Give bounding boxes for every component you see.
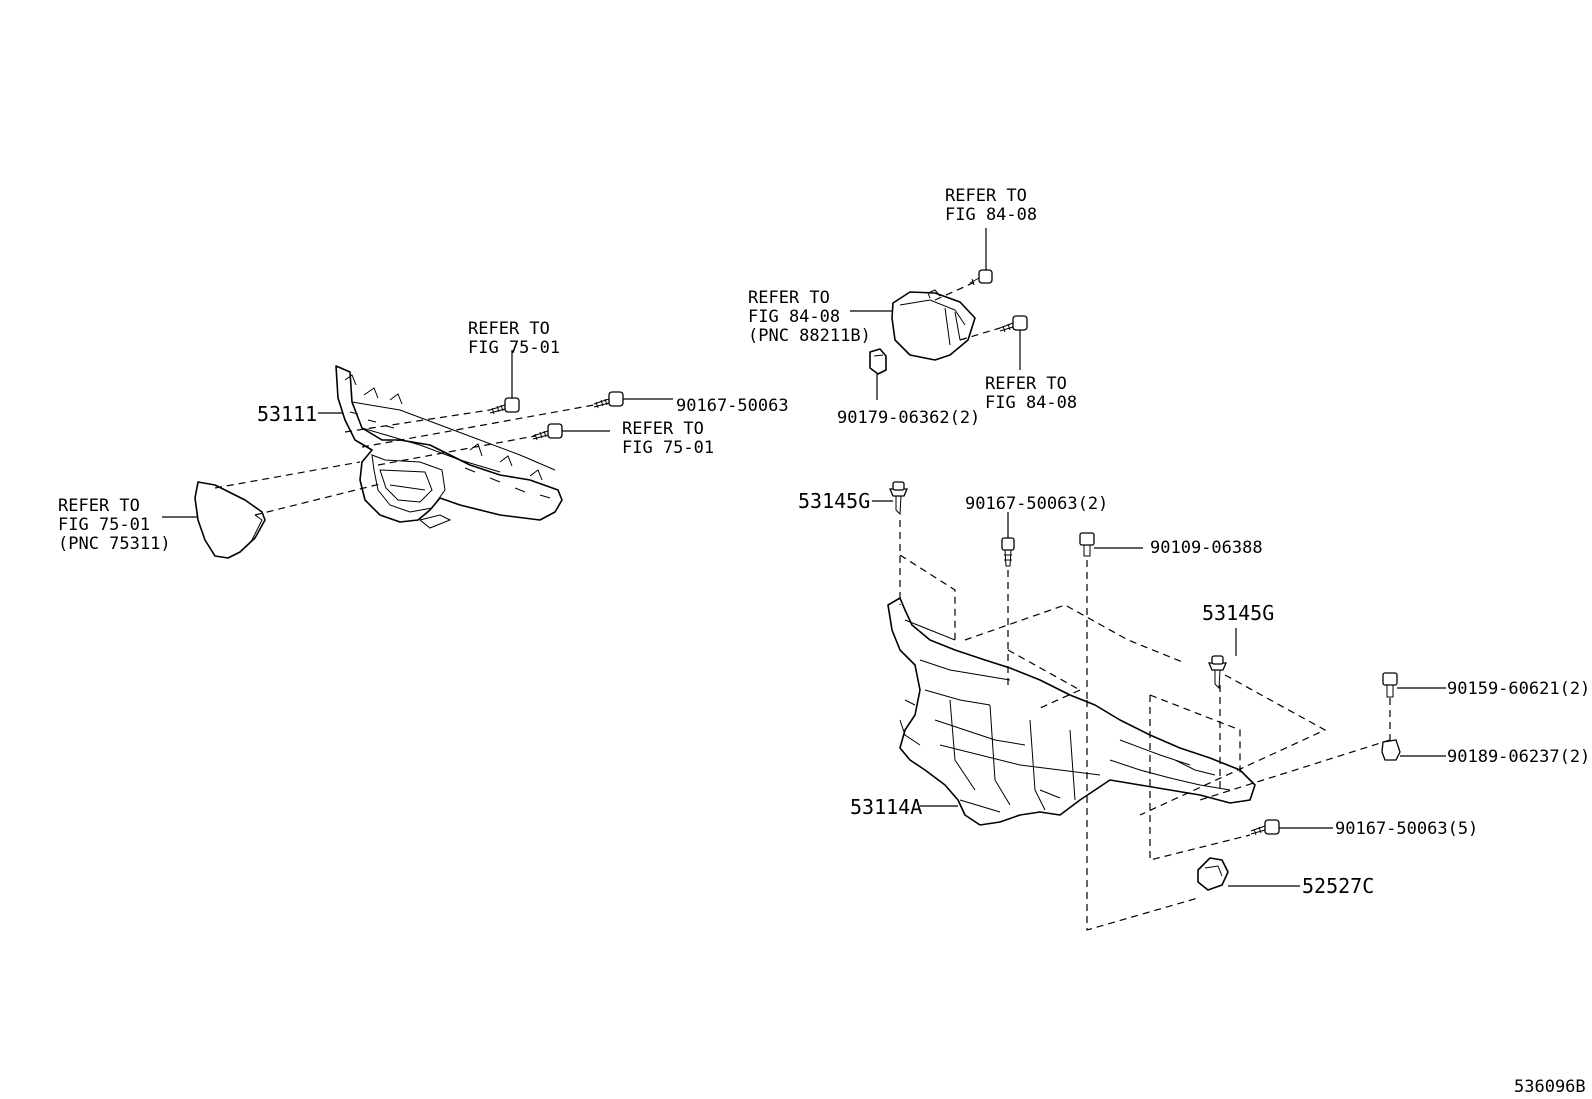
callout-refer-to: REFER TO — [622, 419, 704, 439]
callout-90189-06237: 90189-06237(2) — [1447, 747, 1590, 767]
callout-fig-75-01: FIG 75-01 — [58, 515, 150, 535]
clip-53145g-a — [889, 481, 908, 516]
fastener-refer-75-top — [489, 397, 520, 415]
callout-pnc-75311: (PNC 75311) — [58, 534, 171, 554]
figure-code: 536096B — [1514, 1077, 1586, 1097]
callout-refer-to: REFER TO — [58, 496, 140, 516]
bezel-75311 — [194, 481, 266, 559]
callout-53111: 53111 — [257, 402, 317, 426]
callout-fig-84-08: FIG 84-08 — [945, 205, 1037, 225]
radar-sensor-88211b — [891, 289, 976, 361]
callout-fig-84-08: FIG 84-08 — [748, 307, 840, 327]
screw-90167-5 — [1250, 819, 1280, 836]
bolt-90109 — [1079, 532, 1095, 557]
clip-53145g-b — [1208, 655, 1227, 690]
callout-fig-75-01: FIG 75-01 — [622, 438, 714, 458]
callout-53145g: 53145G — [798, 489, 870, 513]
callout-90179-06362: 90179-06362(2) — [837, 408, 980, 428]
callout-fig-75-01: FIG 75-01 — [468, 338, 560, 358]
callout-90159-60621: 90159-60621(2) — [1447, 679, 1590, 699]
callout-90167-50063-5: 90167-50063(5) — [1335, 819, 1478, 839]
bracket-53114a — [887, 597, 1256, 826]
bolt-90167-2 — [1001, 537, 1015, 567]
callout-pnc-88211b: (PNC 88211B) — [748, 326, 871, 346]
callout-53145g: 53145G — [1202, 601, 1274, 625]
clip-52527c — [1197, 857, 1229, 891]
bracket-90179 — [869, 348, 887, 375]
fastener-90167-top — [593, 391, 624, 409]
callout-90167-50063: 90167-50063 — [676, 396, 789, 416]
callout-refer-to: REFER TO — [945, 186, 1027, 206]
callout-52527c: 52527C — [1302, 874, 1374, 898]
fastener-refer-75-mid — [532, 423, 563, 441]
callout-refer-to: REFER TO — [748, 288, 830, 308]
fastener-refer-84-right — [999, 315, 1028, 333]
grille-53111 — [335, 365, 563, 529]
callout-refer-to: REFER TO — [985, 374, 1067, 394]
callout-53114a: 53114A — [850, 795, 922, 819]
callout-fig-84-08: FIG 84-08 — [985, 393, 1077, 413]
callout-90109-06388: 90109-06388 — [1150, 538, 1263, 558]
callout-90167-50063-2: 90167-50063(2) — [965, 494, 1108, 514]
nut-90189 — [1381, 739, 1401, 761]
callout-refer-to: REFER TO — [468, 319, 550, 339]
bolt-90159 — [1382, 672, 1398, 698]
